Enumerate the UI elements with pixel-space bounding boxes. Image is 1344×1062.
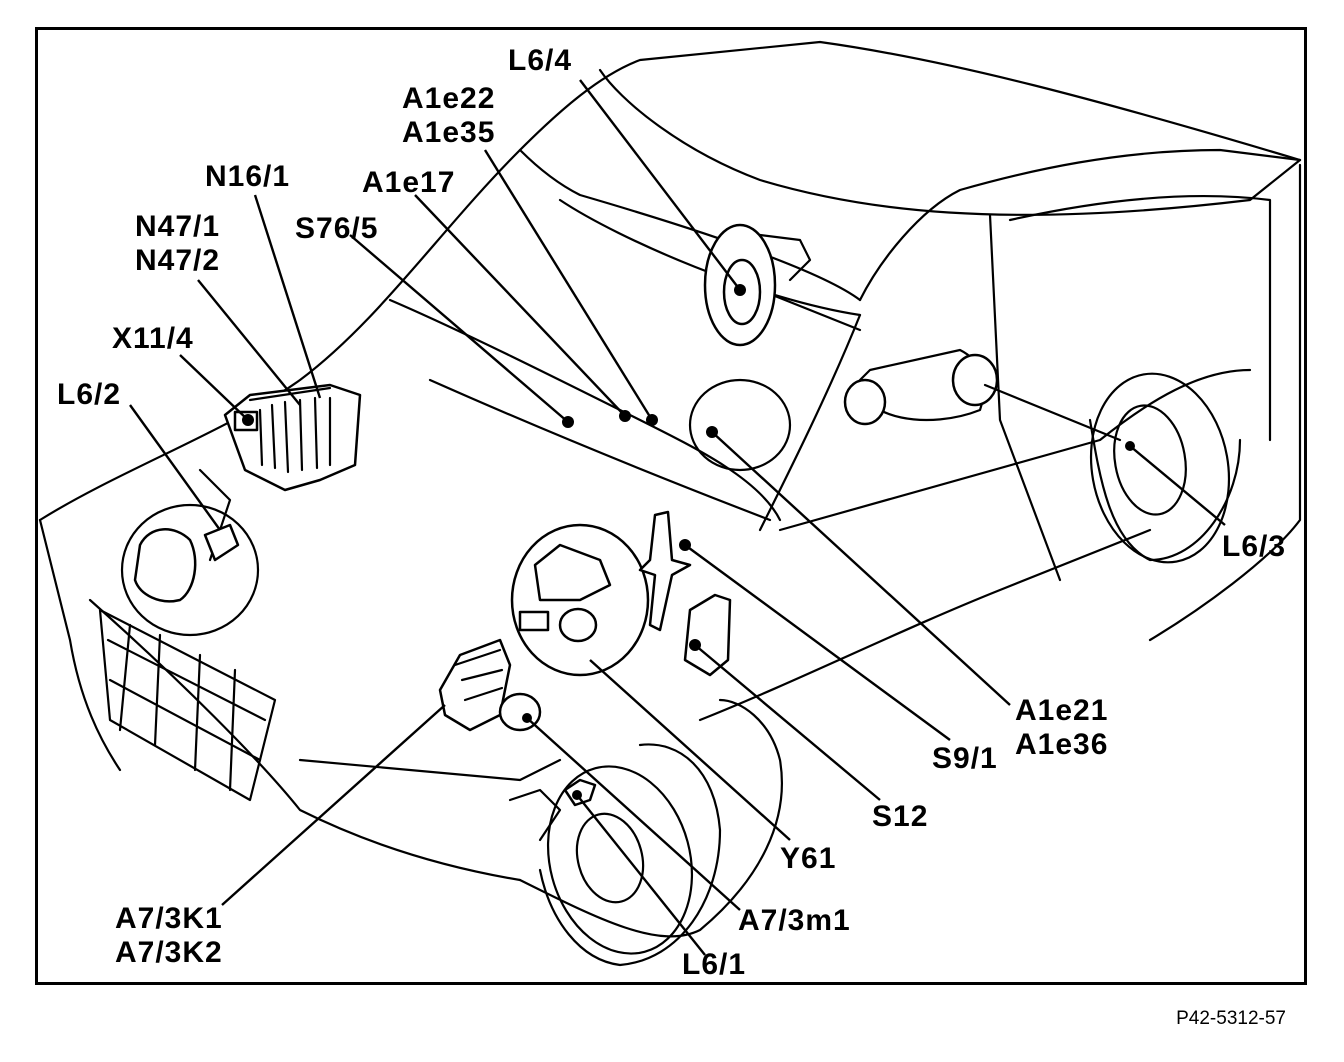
label-l6-2: L6/2 xyxy=(57,378,122,411)
brake-booster xyxy=(510,523,650,677)
label-y61: Y61 xyxy=(780,842,837,875)
label-s76-5: S76/5 xyxy=(295,212,379,245)
label-l6-1: L6/1 xyxy=(682,948,747,981)
label-n16-1: N16/1 xyxy=(205,160,291,193)
control-unit-box xyxy=(223,383,362,492)
rear-axle xyxy=(758,288,1122,442)
front-right-wheel-sensor xyxy=(508,778,597,842)
hydraulic-unit xyxy=(438,638,542,732)
figure-reference-code: P42-5312-57 xyxy=(1176,1008,1286,1029)
front-left-wheel-sensor xyxy=(133,523,240,603)
diagram-frame xyxy=(35,27,1307,985)
label-l6-3: L6/3 xyxy=(1222,530,1287,563)
switch-s9-1 xyxy=(638,510,692,632)
car-body xyxy=(38,40,1302,967)
switch-s12 xyxy=(683,593,732,677)
leader-lines xyxy=(129,79,1226,956)
leader-dots xyxy=(242,284,1135,800)
label-a1e17: A1e17 xyxy=(362,166,456,199)
label-s9-1: S9/1 xyxy=(932,742,998,775)
label-a7-3m1: A7/3m1 xyxy=(738,904,851,937)
label-s12: S12 xyxy=(872,800,929,833)
label-l6-4: L6/4 xyxy=(508,44,573,77)
label-x11-4: X11/4 xyxy=(112,322,194,355)
rear-left-wheel-sensor xyxy=(703,223,812,347)
